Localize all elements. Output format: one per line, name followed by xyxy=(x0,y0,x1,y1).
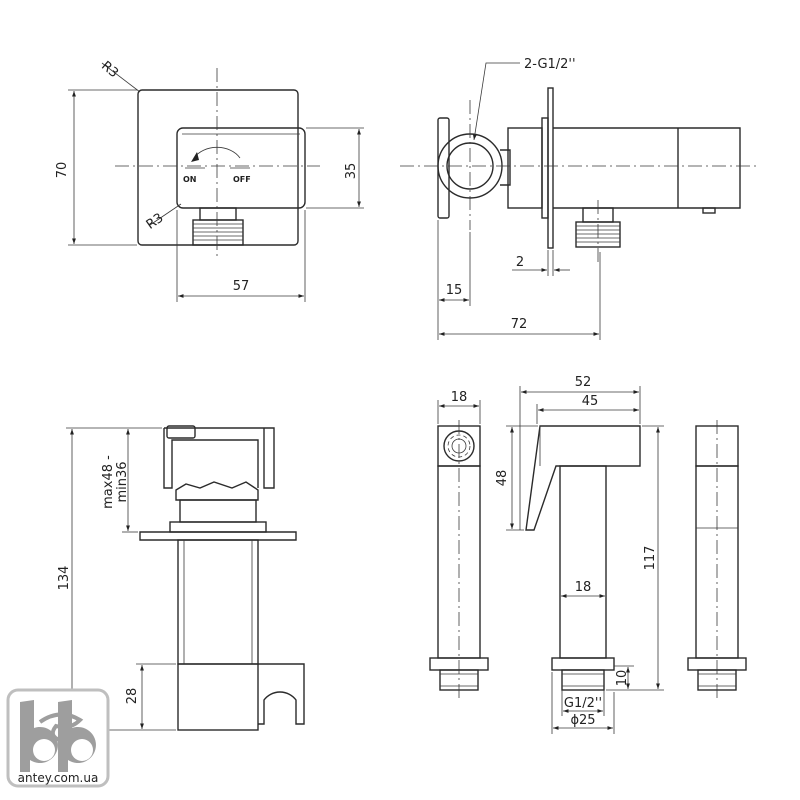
head-height-dim-48: 48 xyxy=(495,470,510,487)
wall-plate-holder xyxy=(139,531,297,541)
handle-side xyxy=(553,127,741,209)
brand-logo: antey.com.ua xyxy=(6,688,110,788)
hose-side-view: 52 45 48 18 117 10 G1/2'' ϕ25 xyxy=(495,375,664,734)
knurled-knob xyxy=(175,481,259,501)
front-view: ON OFF R3 R3 70 35 57 xyxy=(55,59,364,302)
thread-outlet xyxy=(192,219,244,246)
holder-cradle xyxy=(177,663,259,731)
valve-handle xyxy=(176,127,306,209)
nut xyxy=(199,207,237,221)
body-flange xyxy=(541,117,549,219)
valve-body xyxy=(507,127,543,209)
hose-end-view: 18 xyxy=(429,390,489,700)
side-thread xyxy=(575,221,621,248)
logo-text: antey.com.ua xyxy=(18,771,99,785)
holder-view: max48 - min36 134 28 xyxy=(57,425,305,731)
adjust-range-line1: max48 - xyxy=(101,455,116,509)
flange-dim-2: 2 xyxy=(516,255,524,270)
width-dim-57: 57 xyxy=(233,279,250,294)
spray-head-side xyxy=(525,425,641,531)
radius-bottom-label: R3 xyxy=(144,211,167,233)
clamp-head xyxy=(164,427,275,489)
thread-spec-hose: G1/2'' xyxy=(564,696,602,711)
total-height-dim-134: 134 xyxy=(57,566,72,591)
bottom-dim-28: 28 xyxy=(125,688,140,705)
adjust-range-line2: min36 xyxy=(115,461,130,502)
holder-pole xyxy=(177,539,259,665)
hose-pipe-side xyxy=(559,465,607,659)
height-dim-70: 70 xyxy=(55,162,70,179)
hose-thread-side xyxy=(561,669,605,691)
thread-height-dim-10: 10 xyxy=(615,670,630,687)
radius-top-label: R3 xyxy=(98,59,121,82)
pipe-width-dim-18: 18 xyxy=(575,580,592,595)
on-label: ON xyxy=(183,175,197,184)
off-label: OFF xyxy=(233,175,251,184)
total-width-dim-52: 52 xyxy=(575,375,592,390)
side-view: 2-G1/2'' 2 15 72 xyxy=(400,57,760,340)
diameter-label: ϕ25 xyxy=(570,713,595,728)
total-height-dim-117: 117 xyxy=(643,546,658,571)
outlet-dim-15: 15 xyxy=(446,283,463,298)
hose-rear-view xyxy=(687,420,747,700)
depth-dim-72: 72 xyxy=(511,317,528,332)
body-width-dim-45: 45 xyxy=(582,394,599,409)
head-width-dim-18: 18 xyxy=(451,390,468,405)
hook xyxy=(258,663,305,725)
handle-height-dim-35: 35 xyxy=(344,163,359,180)
wall-plate-side xyxy=(547,87,554,249)
thread-spec-label: 2-G1/2'' xyxy=(524,57,576,72)
